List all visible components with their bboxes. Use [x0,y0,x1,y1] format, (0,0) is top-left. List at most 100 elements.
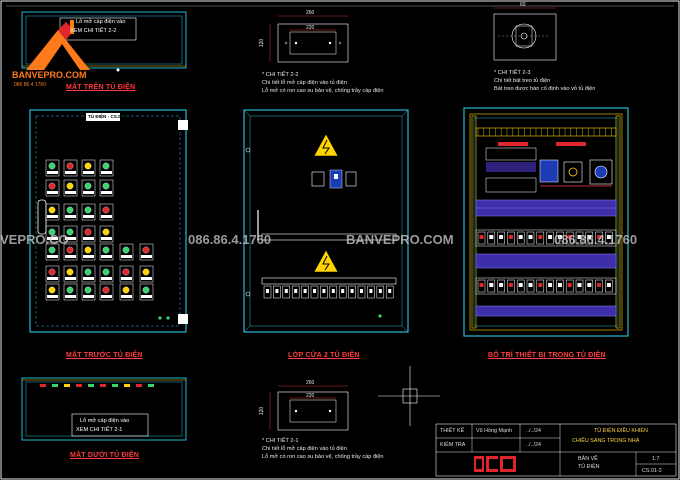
inside-contactor [556,231,564,245]
inside-contactor [585,231,594,245]
front-panel-label-plate [86,113,120,121]
front-indicator-device [81,159,96,177]
inside-contactor [605,231,613,245]
inside-contactor [477,279,486,293]
top-callout-line2: XEM CHI TIẾT 2-2 [70,28,117,34]
d21-line2: Lỗ mở có ron cao su bảo vệ, chống trầy c… [262,454,384,460]
bottom-led-indicator [112,384,118,387]
watermark-phone-right: 086.86.4.1760 [554,232,638,247]
front-indicator-device [81,179,96,197]
door-breaker [282,285,291,299]
front-indicator-device [81,203,96,221]
inside-contactor [507,279,515,293]
bottom-callout-line1: Lỗ mở cáp điện vào [80,418,130,424]
front-indicator-device [99,243,114,261]
front-indicator-device [99,225,114,243]
tb-drawing-label-2: TỦ ĐIỆN [578,464,600,470]
door-breaker [376,285,385,299]
front-indicator-device [99,283,114,301]
front-indicator-device [45,179,60,197]
d22-title: * CHI TIẾT 2-2 [262,72,299,78]
bottom-callout-line2: XEM CHI TIẾT 2-1 [76,427,123,433]
door-breaker [291,285,300,299]
top-view-caption: MẶT TRÊN TỦ ĐIỆN [66,84,136,91]
d21-title: * CHI TIẾT 2-1 [262,438,299,444]
brand-name: BANVEPRO.COM [12,70,87,80]
front-indicator-device [45,159,60,177]
tb-designer-name: Vũ Hồng Mạnh [476,428,512,434]
inside-contactor [536,279,545,293]
tb-checker-date: ../../24 [526,442,541,448]
d21-dim-height: 120 [259,406,266,416]
bottom-led-indicator [148,384,154,387]
d22-line1: Chi tiết lỗ mở cáp điện vào tủ điện [262,80,347,86]
front-indicator-device [81,243,96,261]
door-layer2-view [243,109,409,333]
inside-contactor [565,279,574,293]
front-device-grid [45,159,154,301]
front-indicator-device [63,203,78,221]
door-breaker [367,285,375,299]
front-panel-label: TỦ ĐIỆN - CS.01 [88,114,124,119]
inside-contactor [516,231,525,245]
door-breaker [263,285,272,299]
front-indicator-device [139,265,154,283]
front-indicator-device [45,265,60,283]
d22-dim-inner: 220 [306,25,315,31]
d21-line1: Chi tiết lỗ mở cáp điện vào tủ điện [262,446,347,452]
bottom-led-indicator [64,384,70,387]
front-indicator-device [99,179,114,197]
watermark-phone-mid: 086.86.4.1760 [188,232,272,247]
front-indicator-device [99,203,114,221]
inside-contactor [477,231,486,245]
inside-contactor [526,231,535,245]
inside-main-breaker-icon [539,159,559,183]
front-indicator-device [45,225,60,243]
front-indicator-device [63,179,78,197]
door-breaker [329,285,338,299]
bottom-led-indicator [52,384,58,387]
front-view-caption: MẶT TRƯỚC TỦ ĐIỆN [66,352,143,359]
inside-contactor [565,231,574,245]
cad-crosshair-icon [378,366,440,426]
warning-triangle-icon [313,249,339,273]
bottom-led-indicator [40,384,46,387]
front-indicator-device [63,159,78,177]
front-indicator-device [45,243,60,261]
inside-contactor [497,231,505,245]
front-indicator-device [119,243,134,261]
front-view [29,109,188,333]
d23-line1: Chi tiết bát treo tủ điện [494,78,551,84]
front-indicator-device [63,265,78,283]
tb-drawing-no: CS.01-2 [642,468,662,474]
title-block [435,423,677,477]
door-breaker [348,285,356,299]
inside-contactor [507,231,515,245]
inside-layout-view [463,107,629,337]
tb-designer-label: THIẾT KẾ [440,428,465,434]
d21-dim-inner: 220 [306,393,315,399]
tb-checker-label: KIỂM TRA [440,442,466,448]
bottom-cable-hole-callout [71,413,149,437]
door-breaker [310,285,319,299]
inside-contactor [575,279,584,293]
bottom-led-indicator [136,384,142,387]
tb-scale: 1:7 [652,456,660,462]
detail-2-1-drawing [269,385,349,431]
bottom-led-indicator [100,384,106,387]
d22-dim-width: 260 [306,10,315,16]
d21-dim-width: 260 [306,380,315,386]
tb-drawing-label-1: BẢN VẼ [578,456,598,462]
warning-triangle-icon [313,133,339,157]
front-indicator-device [63,225,78,243]
front-indicator-device [139,283,154,301]
inside-contactor [487,279,496,293]
door-breaker [385,285,394,299]
bottom-led-indicator [76,384,82,387]
d22-dim-height: 120 [259,38,266,48]
inside-contactor [526,279,535,293]
tb-project-line1: TỦ ĐIỆN ĐIỀU KHIỂN [594,428,648,434]
bottom-view-caption: MẶT DƯỚI TỦ ĐIỆN [70,452,140,459]
tb-project-line2: CHIẾU SÁNG TRONG NHÀ [572,438,640,444]
